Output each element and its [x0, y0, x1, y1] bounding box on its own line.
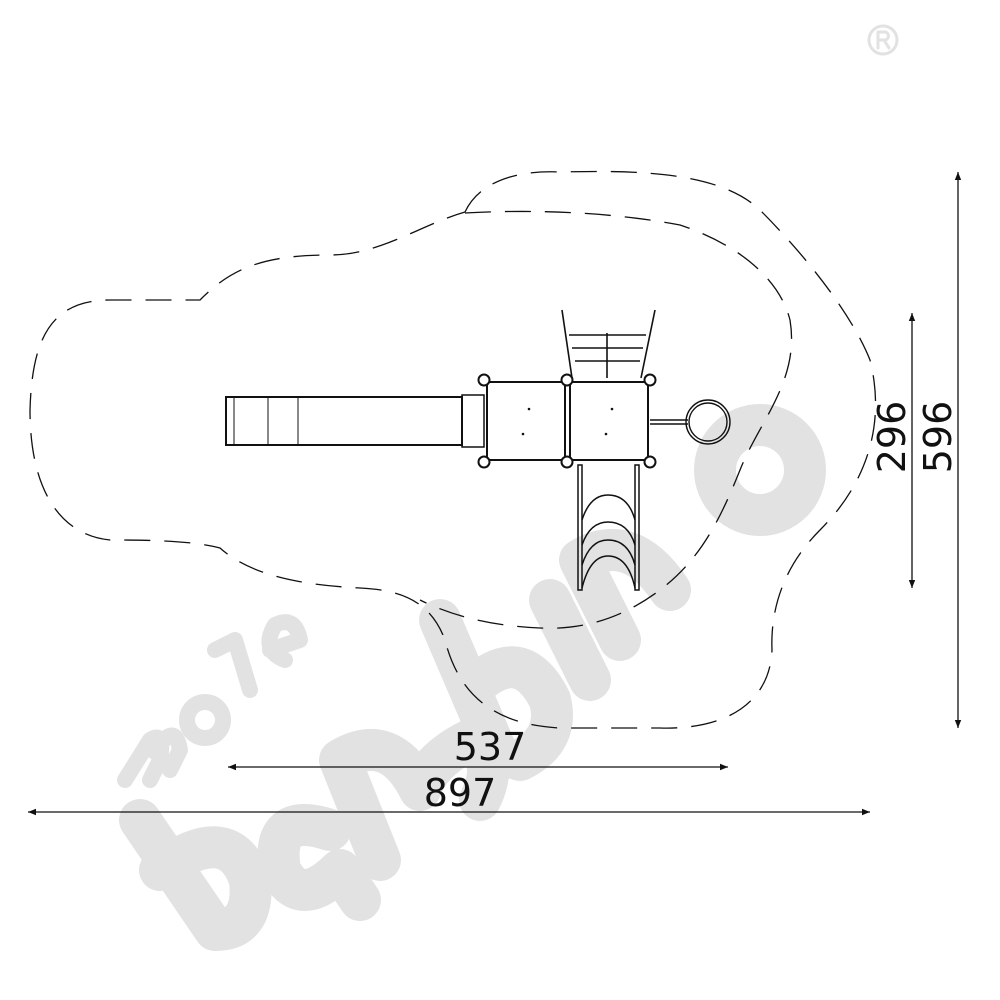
dimension-label-897: 897: [424, 771, 497, 815]
ladder: [577, 464, 640, 591]
dimension-width-outer: 897: [28, 771, 870, 816]
registered-mark: [867, 24, 899, 56]
platforms: [477, 373, 657, 469]
ring-swing: [650, 399, 731, 445]
climbing-net: [561, 309, 656, 379]
safety-zone-inner: [419, 210, 793, 629]
slide: [225, 394, 485, 448]
dimension-width-inner: 537: [228, 725, 728, 771]
watermark-large-word: [119, 404, 826, 951]
dimension-label-537: 537: [454, 725, 527, 769]
dimension-label-296: 296: [870, 401, 914, 474]
safety-zone-outer: [29, 170, 877, 729]
dimension-depth-inner: 296: [870, 313, 916, 588]
dimension-depth-outer: 596: [916, 172, 962, 728]
dimension-label-596: 596: [916, 401, 960, 474]
watermark-small-word: [117, 614, 308, 788]
watermark-logo: [117, 24, 899, 951]
